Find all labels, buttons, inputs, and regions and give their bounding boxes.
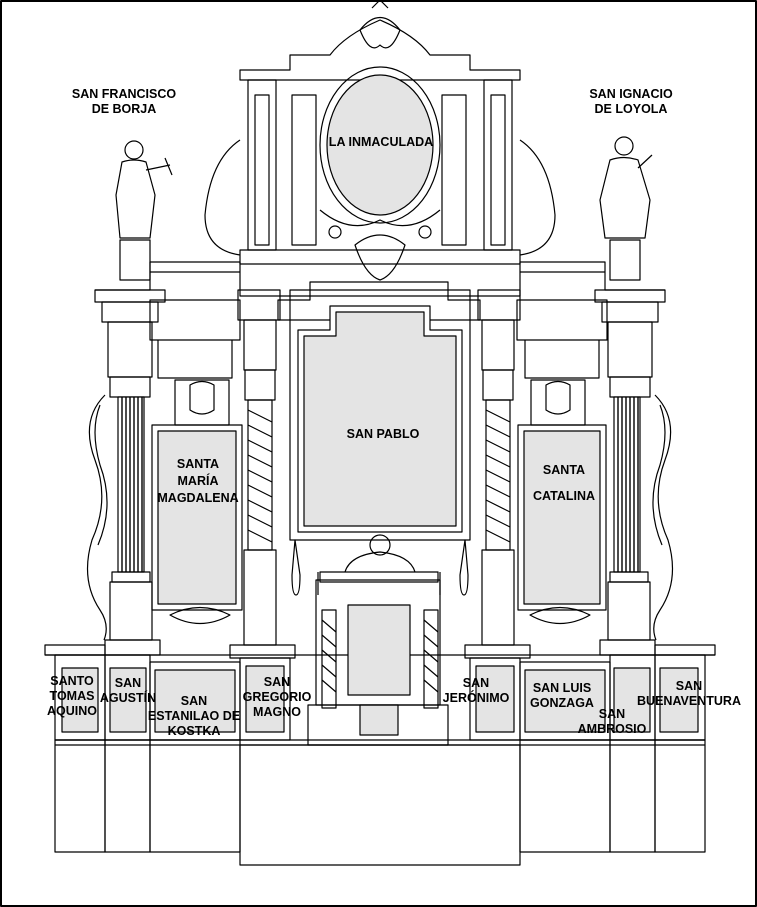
statue-san-ignacio-de-loyola [599, 136, 653, 239]
label-line: SAN LUIS [532, 681, 592, 695]
label-line: SAN [180, 694, 208, 708]
label-la-inmaculada: LA INMACULADA [329, 135, 433, 150]
label-line: DE LOYOLA [594, 102, 668, 116]
label-line: DE BORJA [91, 102, 157, 116]
label-santa-catalina: SANTA CATALINA [533, 457, 595, 509]
label-line: SANTA [542, 463, 586, 477]
label-line: GONZAGA [530, 696, 594, 710]
label-san-jeronimo: SAN JERÓNIMO [443, 676, 510, 706]
label-san-ignacio-de-loyola: SAN IGNACIO DE LOYOLA [589, 87, 672, 117]
label-san-francisco-de-borja: SAN FRANCISCO DE BORJA [72, 87, 176, 117]
label-line: SAN [263, 675, 291, 689]
label-santa-maria-magdalena: SANTA MARÍA MAGDALENA [157, 456, 238, 507]
label-line: SAN [598, 707, 626, 721]
label-line: SAN IGNACIO [589, 87, 673, 101]
inner-right-column [477, 289, 521, 646]
label-san-luis-gonzaga: SAN LUIS GONZAGA [530, 681, 594, 711]
label-line: SAN PABLO [346, 427, 420, 441]
central-frame [277, 281, 481, 596]
label-line: MARÍA [177, 474, 219, 488]
outer-right-column [594, 289, 674, 641]
label-line: TOMAS [49, 689, 95, 703]
label-line: KOSTKA [167, 724, 221, 738]
label-line: SAN [675, 679, 703, 693]
label-san-buenaventura: SAN BUENAVENTURA [637, 679, 741, 709]
label-line: SAN FRANCISCO [71, 87, 177, 101]
label-line: SAN [114, 676, 142, 690]
attic [204, 0, 556, 281]
label-line: SANTA [176, 457, 220, 471]
label-san-gregorio-magno: SAN GREGORIO MAGNO [243, 675, 312, 720]
right-niche [516, 299, 608, 624]
label-line: GREGORIO [242, 690, 312, 704]
label-san-agustin: SAN AGUSTÍN [100, 676, 156, 706]
label-line: MAGNO [253, 705, 301, 719]
inner-left-column [237, 289, 281, 646]
label-line: CATALINA [532, 489, 596, 503]
label-line: SANTO [50, 674, 94, 688]
tabernacle [307, 534, 449, 746]
label-line: SAN [462, 676, 490, 690]
label-line: AQUINO [47, 704, 97, 718]
label-san-pablo: SAN PABLO [347, 427, 420, 442]
label-santo-tomas-aquino: SANTO TOMAS AQUINO [47, 674, 97, 719]
label-san-ambrosio: SAN AMBROSIO [578, 707, 647, 737]
statue-san-francisco-de-borja [115, 140, 173, 239]
label-line: JERÓNIMO [442, 691, 510, 705]
predella [44, 639, 716, 741]
left-niche [149, 299, 243, 624]
label-line: ESTANILAO DE [147, 709, 241, 723]
label-line: AGUSTÍN [99, 691, 157, 705]
outer-left-column [86, 289, 166, 641]
label-line: BUENAVENTURA [637, 694, 741, 708]
entablature [95, 239, 665, 297]
label-line: LA INMACULADA [328, 135, 434, 149]
label-line: MAGDALENA [157, 491, 239, 505]
label-san-estanislao-de-kostka: SAN ESTANILAO DE KOSTKA [148, 694, 240, 739]
label-line: AMBROSIO [577, 722, 647, 736]
base-plinth [54, 739, 706, 866]
